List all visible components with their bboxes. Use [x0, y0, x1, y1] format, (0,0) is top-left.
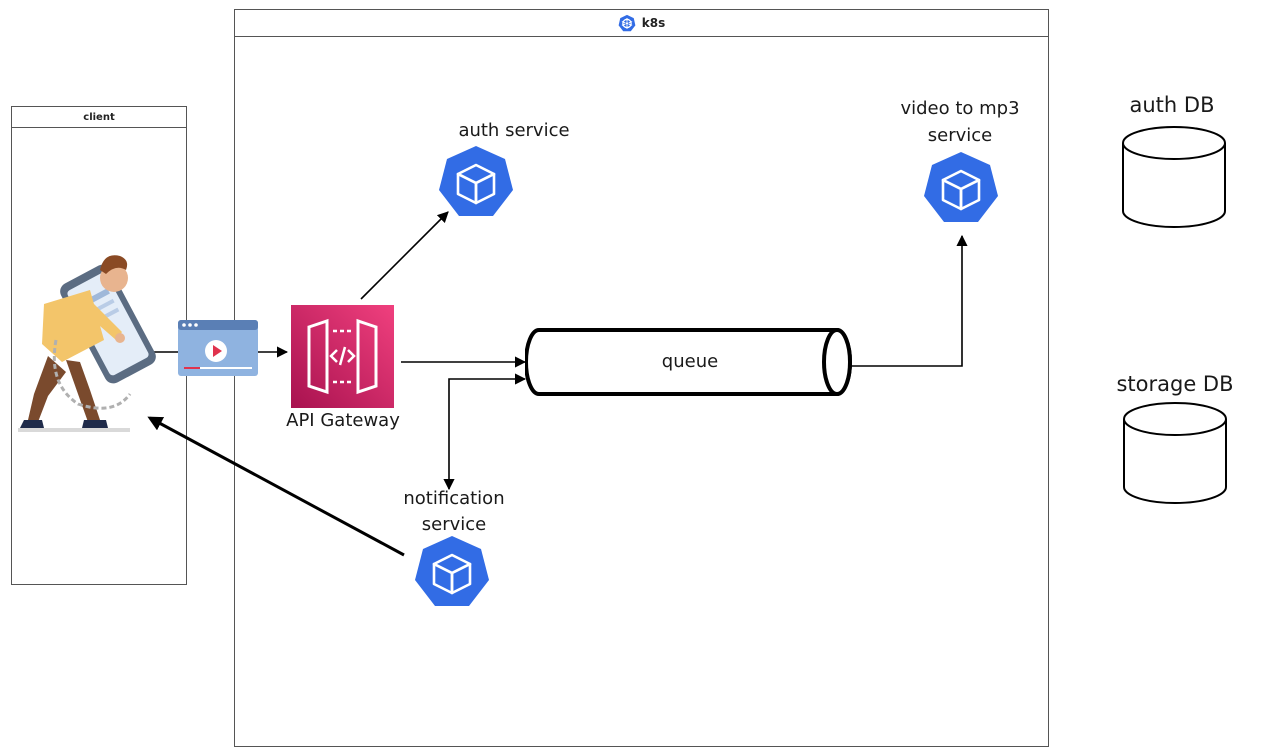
video-to-mp3-label-line2: service: [927, 125, 993, 146]
video-to-mp3-label-line1: video to mp3: [900, 98, 1020, 119]
kubernetes-logo-icon: [618, 14, 636, 32]
notification-label-line2: service: [421, 514, 487, 535]
arrow-notification-to-client: [147, 416, 405, 557]
queue-label: queue: [661, 351, 719, 372]
api-gateway-label: API Gateway: [286, 410, 400, 431]
storage-db-label: storage DB: [1116, 372, 1234, 396]
person-with-phone-illustration: [18, 255, 156, 432]
arrow-queue-video-to-mp3: [833, 234, 968, 372]
client-frame-title: client: [12, 107, 186, 128]
k8s-frame-header: k8s: [235, 10, 1048, 37]
auth-db-label: auth DB: [1129, 93, 1215, 117]
arrow-gateway-to-auth: [360, 211, 449, 300]
video-player-icon: [178, 320, 258, 376]
database-icon: [1123, 402, 1227, 504]
database-icon: [1122, 126, 1226, 228]
service-cube-icon: [439, 146, 513, 216]
api-gateway-icon: [291, 305, 394, 408]
service-cube-icon: [415, 536, 489, 606]
service-cube-icon: [924, 152, 998, 222]
notification-label-line1: notification: [403, 488, 505, 509]
k8s-frame-title: k8s: [641, 16, 666, 30]
queue-cylinder: [525, 328, 852, 396]
arrow-queue-notification: [443, 373, 527, 491]
auth-service-label: auth service: [458, 120, 570, 141]
